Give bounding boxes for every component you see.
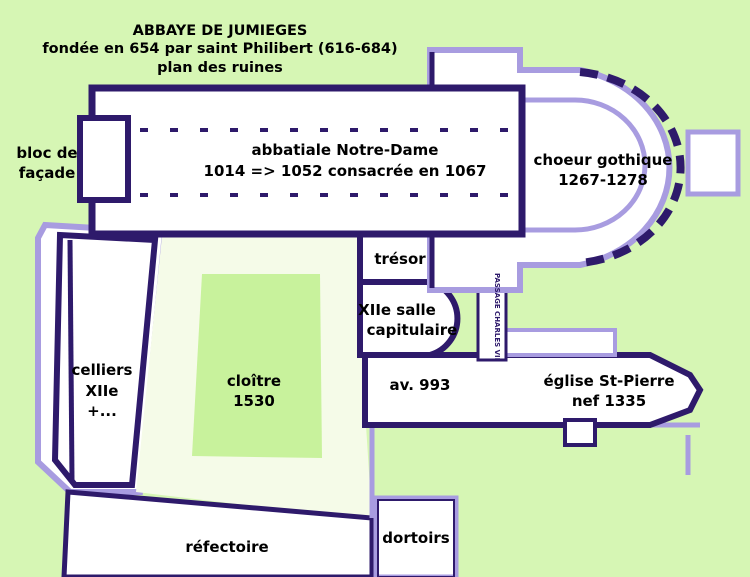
label-refectory: réfectoire xyxy=(185,538,268,556)
dormitories-wall xyxy=(377,499,455,577)
cloister-garth xyxy=(192,274,322,458)
title-line-3: plan des ruines xyxy=(157,60,283,76)
dormitories-building xyxy=(373,495,459,577)
label-nave-1: abbatiale Notre-Dame xyxy=(252,141,439,159)
label-saint-pierre-2: nef 1335 xyxy=(572,392,646,410)
nave xyxy=(88,84,526,238)
label-choir-2: 1267-1278 xyxy=(558,171,648,189)
saint-pierre-aisle xyxy=(498,328,617,357)
cellars-pier-line xyxy=(67,239,75,481)
label-avant-993: av. 993 xyxy=(390,376,451,394)
label-cloister-1: cloître xyxy=(227,372,281,390)
label-facade-1: bloc de xyxy=(16,144,77,162)
choir-apse-inner xyxy=(520,97,648,233)
label-choir-1: choeur gothique xyxy=(534,151,673,169)
label-dormitories: dortoirs xyxy=(382,529,449,547)
axial-chapel xyxy=(685,129,741,197)
refectory-building xyxy=(61,489,375,577)
cellars-inner-walls xyxy=(51,231,159,488)
label-passage: PASSAGE CHARLES VII xyxy=(493,273,501,360)
title-line-2: fondée en 654 par saint Philibert (616-6… xyxy=(42,41,397,57)
label-cloister-2: 1530 xyxy=(233,392,275,410)
label-facade-2: façade xyxy=(19,164,76,182)
label-nave-2: 1014 => 1052 consacrée en 1067 xyxy=(204,162,487,180)
label-chapter-2: capitulaire xyxy=(367,321,458,339)
label-chapter-1: XIIe salle xyxy=(358,301,436,319)
label-saint-pierre-1: église St-Pierre xyxy=(544,372,675,390)
label-treasury: trésor xyxy=(374,250,426,268)
saint-pierre-church xyxy=(362,352,704,428)
label-cellars-1: celliers xyxy=(72,361,133,379)
saint-pierre-porch xyxy=(563,418,597,447)
title-line-1: ABBAYE DE JUMIEGES xyxy=(133,23,308,39)
label-cellars-3: +... xyxy=(87,402,117,420)
facade-block xyxy=(77,115,131,203)
choir-apse-outer xyxy=(579,68,685,267)
label-cellars-2: XIIe xyxy=(86,382,119,400)
